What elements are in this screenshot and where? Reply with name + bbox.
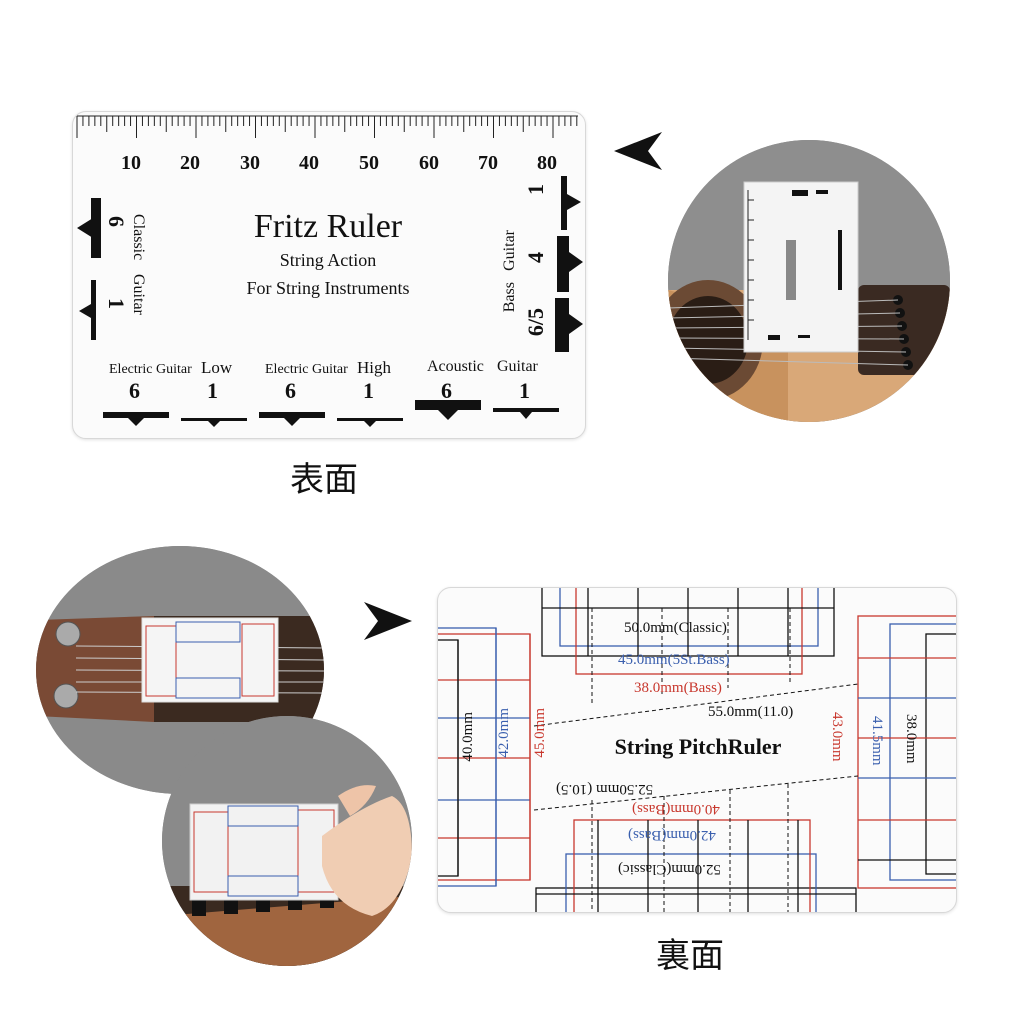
guitar-label-right: Guitar (501, 230, 518, 271)
classic-1-gauge (91, 280, 96, 340)
scale-number: 40 (299, 152, 319, 174)
classic-6-gauge (91, 198, 101, 258)
measure-40-bass: 40.0mm(Bass) (632, 801, 720, 817)
front-title: Fritz Ruler (253, 208, 403, 245)
measure-5250: 52.50mm (10.5) (556, 781, 654, 797)
back-title: String PitchRuler (614, 734, 782, 759)
eh-6-gauge (259, 412, 325, 418)
bass-1-gauge (561, 176, 567, 230)
arrow-down-icon (364, 421, 376, 427)
photo-acoustic-guitar-with-ruler (668, 140, 950, 422)
arrow-right-icon (567, 194, 581, 210)
bass-65-label: 6/5 (523, 308, 548, 337)
arrow-left-icon (79, 304, 91, 318)
ac-6-label: 6 (441, 378, 452, 403)
eh-1-gauge (337, 418, 403, 421)
measure-42-bass: 42.0mm(Bass) (628, 827, 716, 843)
front-subtitle-action: String Action (279, 250, 377, 270)
front-subtitle-instruments: For String Instruments (246, 278, 410, 298)
arrow-right-icon (569, 314, 583, 334)
el-6-label: 6 (129, 378, 140, 403)
front-caption: 表面 (290, 460, 358, 500)
el-1-gauge (181, 418, 247, 421)
high-label: High (357, 358, 391, 377)
bass-4-gauge (557, 236, 569, 292)
arrow-down-icon (128, 418, 144, 426)
acoustic-guitar-label: Guitar (497, 358, 538, 375)
fritz-ruler-front-card: 10 20 30 40 50 60 70 80 Fritz Ruler Stri… (72, 111, 586, 439)
measure-45-left: 45.0mm (532, 708, 548, 758)
measure-45-5st-bass: 45.0mm(5St.Bass) (618, 652, 730, 668)
scale-number: 60 (419, 152, 439, 174)
photo-hand-holding-ruler (162, 716, 412, 966)
ac-1-label: 1 (519, 378, 530, 403)
pitch-ruler-back-card: String PitchRuler 50.0mm(Classic) 45.0mm… (437, 587, 957, 913)
electric-high-name: Electric Guitar (265, 362, 348, 377)
measure-38-right: 38.0mm (903, 714, 919, 764)
classic-label: Classic (130, 214, 147, 261)
pointer-arrow-right-icon (364, 602, 412, 640)
arrow-down-icon (438, 410, 458, 420)
measure-40-left: 40.0mm (460, 712, 476, 762)
scale-number: 80 (537, 152, 557, 174)
eh-1-label: 1 (363, 378, 374, 403)
ac-6-gauge (415, 400, 481, 410)
classic-1-label: 1 (104, 298, 129, 309)
el-1-label: 1 (207, 378, 218, 403)
bass-4-label: 4 (523, 252, 548, 263)
measure-43-right: 43.0mm (829, 712, 845, 762)
electric-low-name: Electric Guitar (109, 362, 192, 377)
arrow-down-icon (284, 418, 300, 426)
arrow-left-icon (77, 218, 93, 238)
measure-52-classic: 52.0mm(Classic) (618, 861, 721, 877)
arrow-down-icon (520, 412, 532, 419)
scale-number: 30 (240, 152, 260, 174)
low-label: Low (201, 358, 233, 377)
pointer-arrow-left-icon (614, 132, 662, 170)
back-caption: 裏面 (656, 936, 724, 976)
eh-6-label: 6 (285, 378, 296, 403)
measure-415-right: 41.5mm (869, 716, 885, 766)
arrow-down-icon (208, 421, 220, 427)
classic-6-label: 6 (104, 216, 129, 227)
bass-1-label: 1 (523, 184, 548, 195)
el-6-gauge (103, 412, 169, 418)
ruler-scale: 10 20 30 40 50 60 70 80 (73, 152, 585, 182)
acoustic-label: Acoustic (427, 358, 484, 375)
measure-38-bass: 38.0mm(Bass) (634, 680, 722, 696)
scale-number: 70 (478, 152, 498, 174)
bass-label: Bass (501, 282, 518, 313)
guitar-label-left: Guitar (130, 274, 147, 315)
scale-number: 50 (359, 152, 379, 174)
arrow-right-icon (569, 252, 583, 272)
scale-number: 20 (180, 152, 200, 174)
ac-1-gauge (493, 408, 559, 412)
scale-number: 10 (121, 152, 141, 174)
pitch-grid-lines (438, 588, 956, 912)
measure-55: 55.0mm(11.0) (708, 704, 794, 720)
bass-65-gauge (555, 298, 569, 352)
measure-42-left: 42.0mm (496, 708, 512, 758)
ruler-ticks (76, 115, 578, 138)
measure-50-classic: 50.0mm(Classic) (624, 620, 727, 636)
